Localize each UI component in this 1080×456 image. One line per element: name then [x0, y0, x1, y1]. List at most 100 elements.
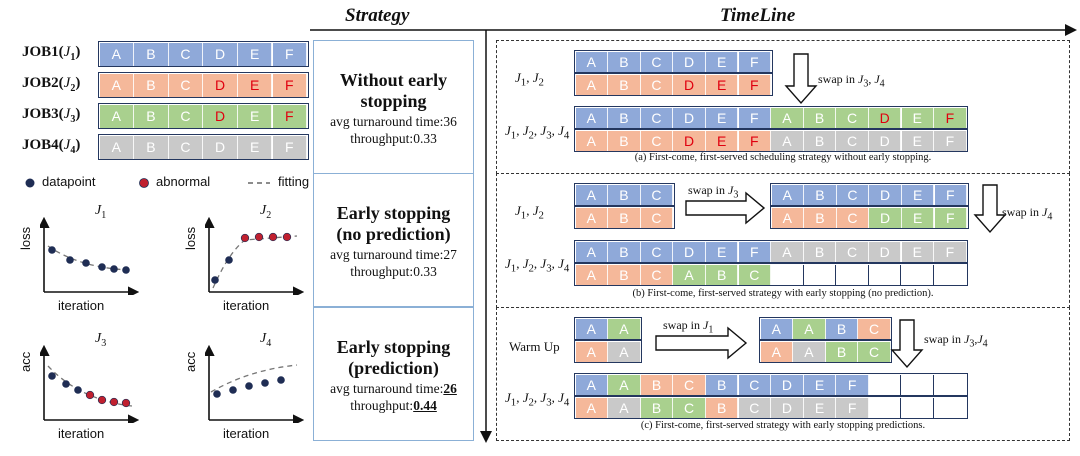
- timeline-cell: A: [771, 130, 804, 151]
- job-cell: C: [168, 104, 204, 128]
- swap-label-c1: swap in J1: [663, 318, 714, 336]
- timeline-row-c6: [574, 396, 969, 419]
- legend: datapoint abnormal fitting: [18, 173, 309, 193]
- timeline-cell: D: [673, 107, 706, 128]
- datapoint-marker: [48, 372, 56, 380]
- strategy-box-3: [313, 307, 474, 441]
- timeline-cell: A: [793, 318, 826, 339]
- timeline-cell: C: [738, 264, 772, 285]
- strategy-turnaround: avg turnaround time:27: [330, 247, 457, 262]
- abnormal-marker: [109, 397, 119, 407]
- timeline-cell: E: [705, 107, 739, 128]
- job-cell: F: [272, 135, 308, 159]
- job-cell: A: [99, 42, 135, 66]
- timeline-cell: A: [575, 318, 609, 339]
- plot-title-3: J3: [95, 331, 107, 349]
- timeline-cell: E: [803, 397, 837, 418]
- strategy-box-2: [313, 173, 474, 307]
- job-row-2: [98, 72, 309, 98]
- timeline-cell: C: [673, 374, 706, 395]
- timeline-cell: B: [608, 51, 641, 72]
- timeline-row-b1: [574, 183, 675, 206]
- abnormal-marker: [254, 232, 264, 242]
- timeline-cell: A: [608, 397, 641, 418]
- timeline-cell: C: [738, 397, 772, 418]
- job-label-4: JOB4(J4): [22, 137, 81, 156]
- empty-slot: [869, 374, 902, 395]
- job-cell: A: [99, 135, 135, 159]
- job-cell: F: [272, 104, 308, 128]
- job-cell: A: [99, 104, 135, 128]
- swap-label-c2: swap in J3,J4: [924, 332, 988, 350]
- timeline-cell: A: [575, 51, 609, 72]
- panel-c: [496, 307, 1070, 441]
- timeline-cell: E: [901, 241, 935, 262]
- timeline-row-c3: [759, 317, 893, 340]
- timeline-cell: F: [934, 107, 967, 128]
- plot-title-1: J1: [95, 203, 107, 221]
- datapoint-marker: [66, 256, 74, 264]
- timeline-row-a4: [574, 129, 969, 152]
- fitting-curve: [210, 364, 298, 393]
- job-cell: E: [237, 104, 273, 128]
- empty-slot: [869, 264, 902, 285]
- timeline-cell: D: [869, 207, 902, 228]
- datapoint-marker: [225, 256, 233, 264]
- timeline-cell: D: [771, 397, 804, 418]
- swap-label-b2: swap in J4: [1002, 205, 1053, 223]
- timeline-cell: F: [934, 130, 967, 151]
- timeline-cell: A: [575, 264, 609, 285]
- legend-datapoint-label: datapoint: [42, 174, 96, 189]
- datapoint-marker: [245, 382, 253, 390]
- caption-b: (b) First-come, first-served strategy wi…: [632, 288, 934, 299]
- timeline-row-c4: [759, 340, 893, 363]
- timeline-cell: B: [608, 107, 641, 128]
- timeline-cell: B: [804, 184, 837, 205]
- timeline-cell: E: [901, 130, 935, 151]
- timeline-cell: A: [771, 241, 804, 262]
- job-cell: A: [99, 73, 135, 97]
- job-row-3: [98, 103, 309, 129]
- timeline-cell: B: [804, 207, 837, 228]
- timeline-row-b2: [574, 206, 675, 229]
- timeline-cell: F: [836, 397, 869, 418]
- timeline-cell: B: [803, 241, 837, 262]
- strategy-title-line1: Early stopping: [336, 203, 451, 223]
- strategy-title-line2: stopping: [360, 91, 427, 111]
- job-cell: C: [168, 135, 204, 159]
- datapoint-marker: [229, 386, 237, 394]
- timeline-cell: B: [608, 207, 641, 228]
- datapoint-marker: [213, 390, 221, 398]
- timeline-cell: D: [868, 107, 902, 128]
- timeline-row-c1: [574, 317, 643, 340]
- strategy-throughput: throughput:0.33: [350, 264, 437, 279]
- job-cell: D: [203, 42, 238, 66]
- datapoint-marker: [122, 266, 130, 274]
- datapoint-marker: [74, 386, 82, 394]
- arrow-down-b: [973, 184, 1007, 234]
- timeline-cell: D: [673, 130, 706, 151]
- swap-label-b1: swap in J3: [688, 183, 739, 201]
- timeline-cell: E: [705, 74, 739, 95]
- timeline-cell: B: [640, 397, 674, 418]
- timeline-cell: F: [738, 241, 772, 262]
- timeline-cell: D: [673, 51, 706, 72]
- timeline-cell: C: [640, 184, 674, 205]
- timeline-cell: B: [825, 318, 859, 339]
- caption-c: (c) First-come, first-served strategy wi…: [640, 420, 926, 431]
- empty-slot: [804, 264, 837, 285]
- datapoint-marker: [62, 380, 70, 388]
- timeline-row-a2: [574, 73, 773, 96]
- timeline-cell: B: [705, 374, 739, 395]
- datapoint-legend-icon: [25, 178, 35, 188]
- timeline-cell: D: [868, 241, 902, 262]
- plot-xlabel-3: iteration: [58, 426, 105, 441]
- set-label-b1: J1, J2: [515, 203, 544, 222]
- empty-slot: [902, 374, 935, 395]
- timeline-cell: C: [640, 51, 674, 72]
- datapoint-marker: [82, 259, 90, 267]
- timeline-row-a3: [574, 106, 969, 129]
- timeline-cell: C: [858, 318, 891, 339]
- datapoint-marker: [261, 379, 269, 387]
